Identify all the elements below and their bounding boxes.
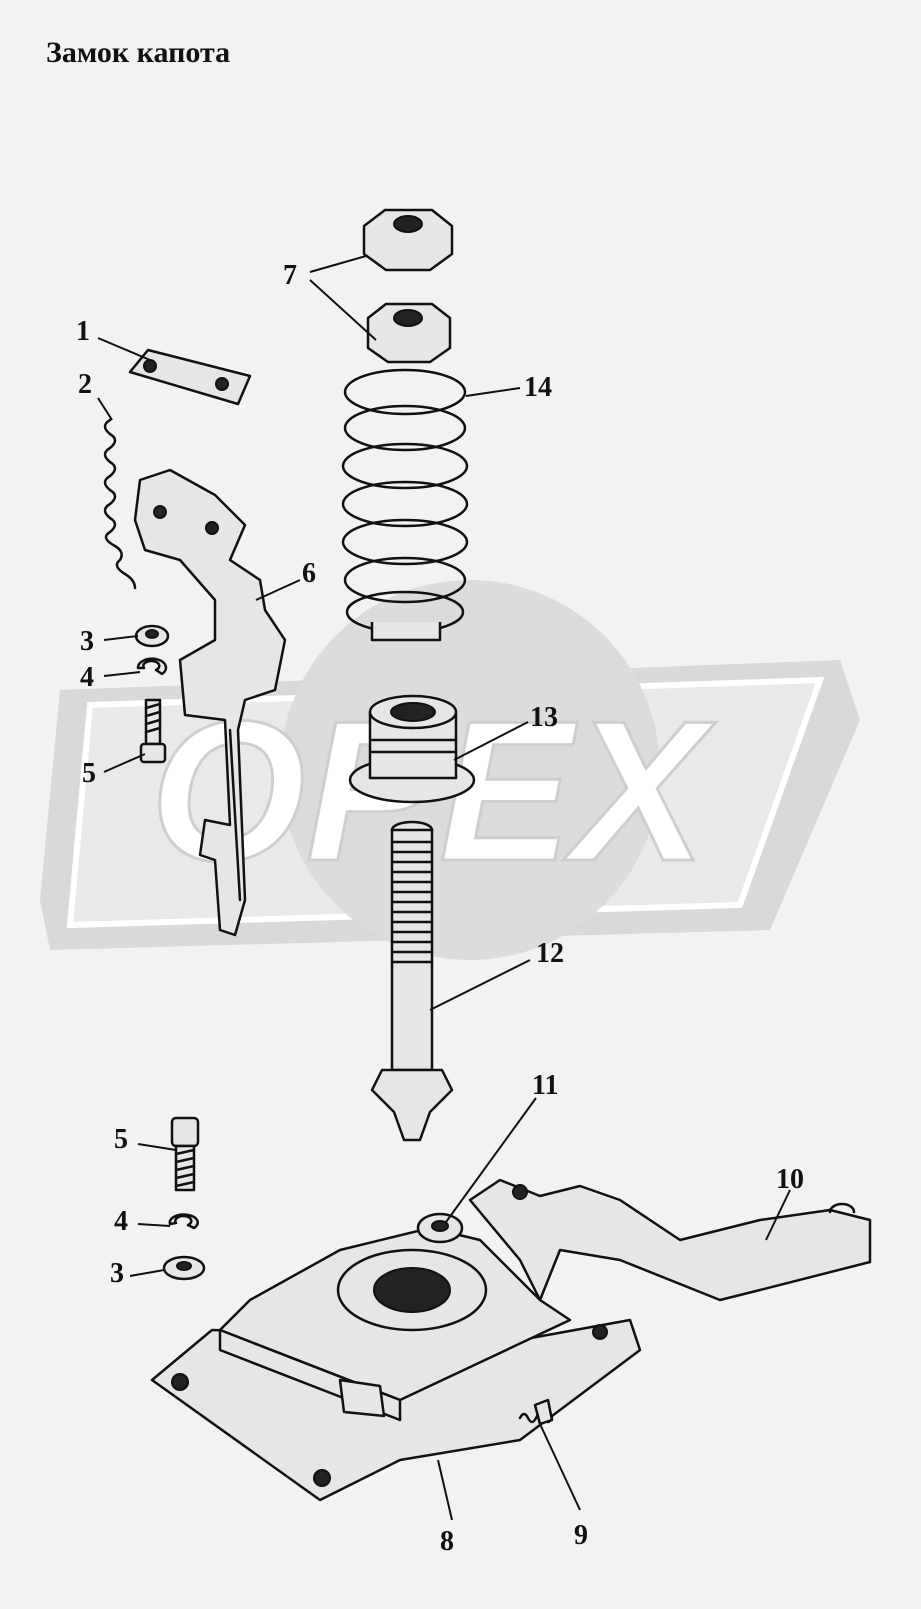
part-nut-lower (366, 302, 452, 364)
part-bolt-top (139, 698, 167, 764)
callout-11: 11 (532, 1070, 558, 1101)
part-nut-upper (362, 208, 454, 272)
part-bushing (348, 694, 476, 804)
part-bolt-bottom (170, 1116, 200, 1192)
callout-5-bottom: 5 (114, 1124, 128, 1155)
callout-10: 10 (776, 1164, 804, 1195)
part-small-spring (518, 1398, 554, 1426)
callout-1: 1 (76, 316, 90, 347)
part-main-spring (341, 368, 469, 642)
callout-7: 7 (283, 260, 297, 291)
callout-8: 8 (440, 1526, 454, 1557)
callout-4-top: 4 (80, 662, 94, 693)
page-title: Замок капота (46, 36, 231, 69)
callout-13: 13 (530, 702, 558, 733)
part-hook-lever (133, 468, 287, 937)
part-spring-small (103, 418, 137, 590)
callout-4-bottom: 4 (114, 1206, 128, 1237)
part-nut-small-bottom (162, 1255, 206, 1281)
callout-labels: 1 2 3 4 5 6 7 14 13 12 11 10 5 4 3 8 9 (76, 260, 804, 1557)
part-small-washer (416, 1212, 464, 1244)
part-pin (370, 820, 454, 1142)
leader-lines (97, 255, 791, 1521)
callout-12: 12 (536, 938, 564, 969)
callout-6: 6 (302, 558, 316, 589)
part-base-plate (150, 1226, 642, 1502)
callout-5-top: 5 (82, 758, 96, 789)
callout-2: 2 (78, 369, 92, 400)
callout-9: 9 (574, 1520, 588, 1551)
part-nut-small-top (134, 624, 170, 648)
part-release-lever (468, 1178, 872, 1302)
part-washer-top (136, 657, 168, 676)
callout-14: 14 (524, 372, 552, 403)
callout-3-bottom: 3 (110, 1258, 124, 1289)
callout-3-top: 3 (80, 626, 94, 657)
part-washer-bottom (168, 1213, 199, 1230)
